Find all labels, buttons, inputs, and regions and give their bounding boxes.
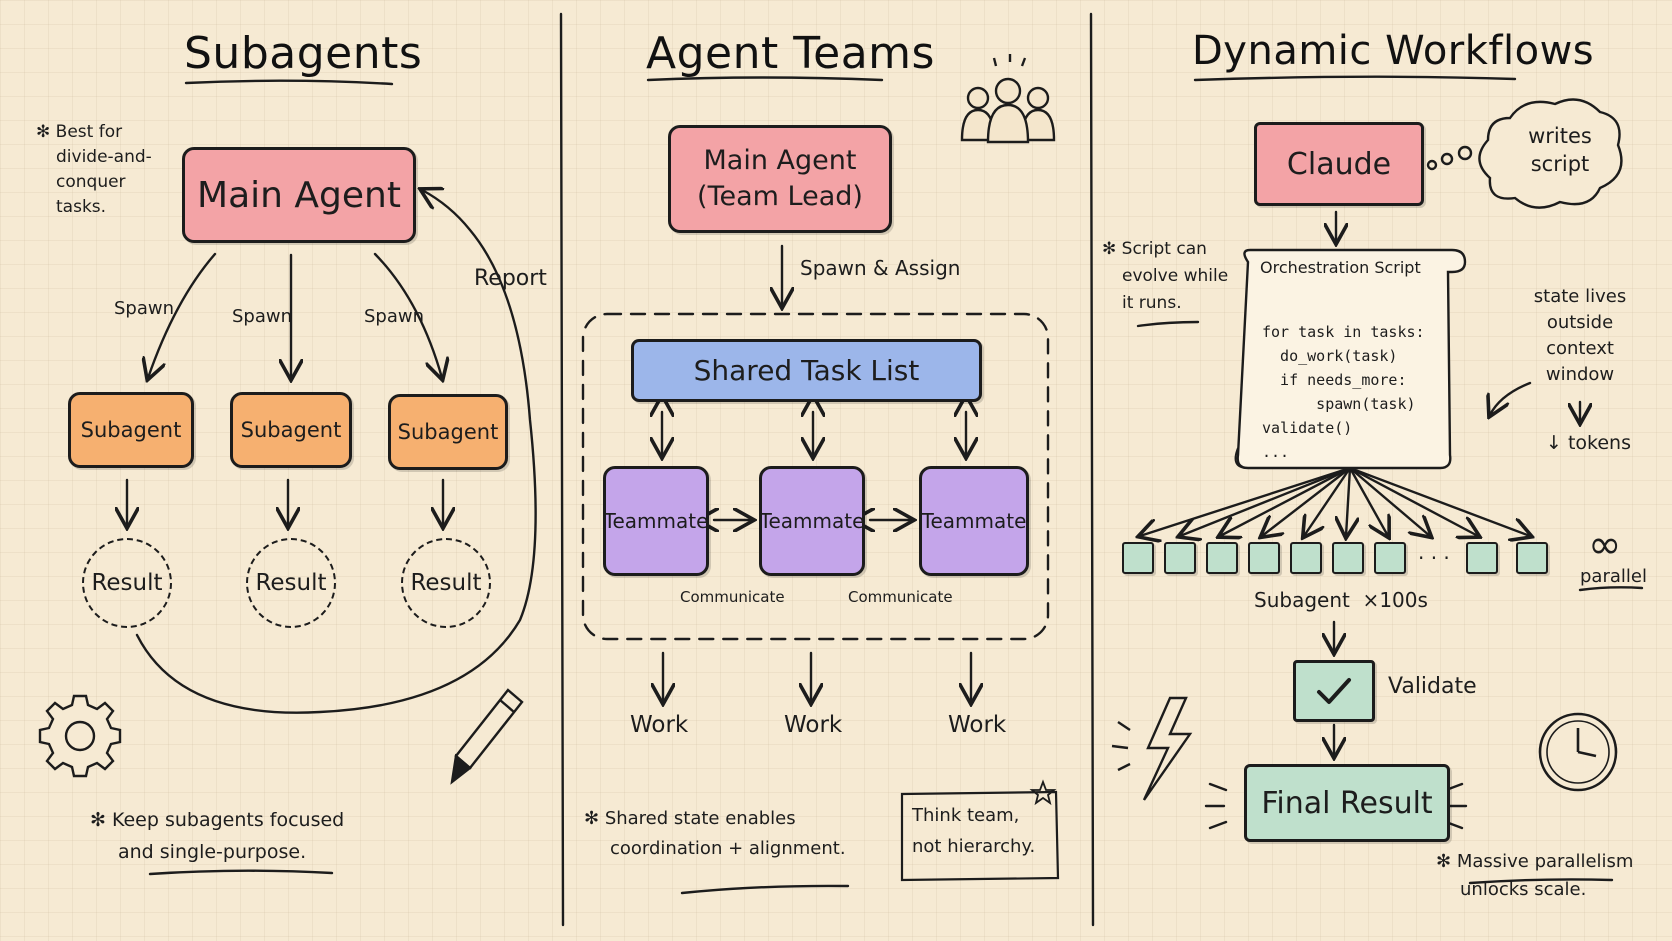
side-note-subagents: ✻ Best for divide-and- conquer tasks.	[36, 122, 152, 217]
report-label: Report	[474, 266, 547, 291]
teammate-box-1: Teammate	[603, 466, 709, 576]
teammate-box-2: Teammate	[759, 466, 865, 576]
title-subagents: Subagents	[184, 28, 423, 79]
subagent-square	[1164, 542, 1196, 574]
subagent-square	[1206, 542, 1238, 574]
side-note-workflows: ✻ Script can evolve while it runs.	[1102, 239, 1229, 313]
squares-ellipsis: · · ·	[1418, 546, 1450, 570]
state-note-arrow	[1490, 381, 1532, 415]
teammate-box-3: Teammate	[919, 466, 1029, 576]
parallel-underline	[1578, 586, 1644, 592]
pencil-icon	[450, 688, 524, 785]
subagent-box-2: Subagent	[230, 392, 352, 468]
final-result-box: Final Result	[1244, 764, 1450, 842]
subagent-square	[1122, 542, 1154, 574]
footer-underline-teams	[680, 884, 850, 895]
spawn-assign-label: Spawn & Assign	[800, 256, 961, 280]
divider-right	[1089, 12, 1095, 927]
subagent-box-3: Subagent	[388, 394, 508, 470]
script-title: Orchestration Script	[1260, 258, 1421, 277]
report-loop-arrow	[135, 190, 537, 714]
spawn-label-1: Spawn	[114, 298, 175, 319]
result-circle-3: Result	[401, 538, 491, 628]
asterisk-icon: ✻	[584, 808, 605, 829]
work-label-2: Work	[784, 712, 843, 738]
work-label-1: Work	[630, 712, 689, 738]
validate-label: Validate	[1388, 674, 1477, 699]
claude-box: Claude	[1254, 122, 1424, 206]
communicate-label-2: Communicate	[848, 588, 953, 606]
footer-note-subagents: ✻ Keep subagents focused and single-purp…	[90, 809, 345, 863]
side-note-underline	[1136, 320, 1200, 328]
asterisk-icon: ✻	[36, 122, 56, 142]
subagent-square	[1374, 542, 1406, 574]
subagent-square	[1332, 542, 1364, 574]
title-dynamic-workflows: Dynamic Workflows	[1192, 28, 1595, 74]
asterisk-icon: ✻	[1436, 851, 1457, 872]
thought-cloud	[1478, 98, 1623, 209]
title-underline-teams	[646, 76, 884, 82]
title-underline-subagents	[184, 79, 394, 86]
footer-note-workflows: ✻ Massive parallelism unlocks scale.	[1436, 851, 1634, 900]
asterisk-icon: ✻	[90, 809, 112, 831]
fan-out-arrows	[1140, 466, 1530, 536]
script-scroll	[1236, 248, 1467, 470]
footer-underline-workflows	[1468, 878, 1614, 885]
tokens-note: ↓ tokens	[1546, 432, 1631, 454]
validate-box	[1293, 660, 1375, 722]
footer-note-teams: ✻ Shared state enables coordination + al…	[584, 808, 846, 859]
subagent-box-1: Subagent	[68, 392, 194, 468]
spawn-label-2: Spawn	[232, 306, 293, 327]
communicate-label-1: Communicate	[680, 588, 785, 606]
clock-icon	[1538, 712, 1618, 792]
title-agent-teams: Agent Teams	[646, 28, 935, 79]
people-icon	[960, 54, 1056, 144]
shared-task-list-box: Shared Task List	[631, 339, 982, 402]
infinity-icon: ∞	[1588, 522, 1622, 568]
spawn-arrow-1	[148, 252, 217, 378]
subagent-square	[1290, 542, 1322, 574]
parallel-label: parallel	[1580, 566, 1647, 587]
title-underline-workflows	[1193, 75, 1517, 82]
footer-underline-subagents	[148, 869, 334, 876]
subagent-square	[1516, 542, 1548, 574]
think-team-callout: Think team, not hierarchy.	[912, 805, 1036, 857]
divider-left	[559, 12, 565, 927]
main-agent-box: Main Agent	[182, 147, 416, 243]
asterisk-icon: ✻	[1102, 239, 1122, 259]
gear-icon	[38, 694, 122, 778]
checkmark-icon	[1317, 678, 1351, 704]
lightning-icon	[1111, 696, 1193, 801]
spawn-arrow-3	[373, 252, 442, 378]
result-circle-1: Result	[82, 538, 172, 628]
spawn-label-3: Spawn	[364, 306, 425, 327]
subagent-count-label: Subagent ×100s	[1254, 588, 1428, 612]
callout-frame	[900, 790, 1060, 882]
work-label-3: Work	[948, 712, 1007, 738]
team-lead-box: Main Agent (Team Lead)	[668, 125, 892, 233]
script-code: for task in tasks: do_work(task) if need…	[1262, 323, 1425, 461]
subagent-square	[1466, 542, 1498, 574]
state-note: state lives outside context window	[1533, 286, 1627, 385]
result-circle-2: Result	[246, 538, 336, 628]
subagent-square	[1248, 542, 1280, 574]
thought-text: writes script	[1528, 124, 1592, 176]
